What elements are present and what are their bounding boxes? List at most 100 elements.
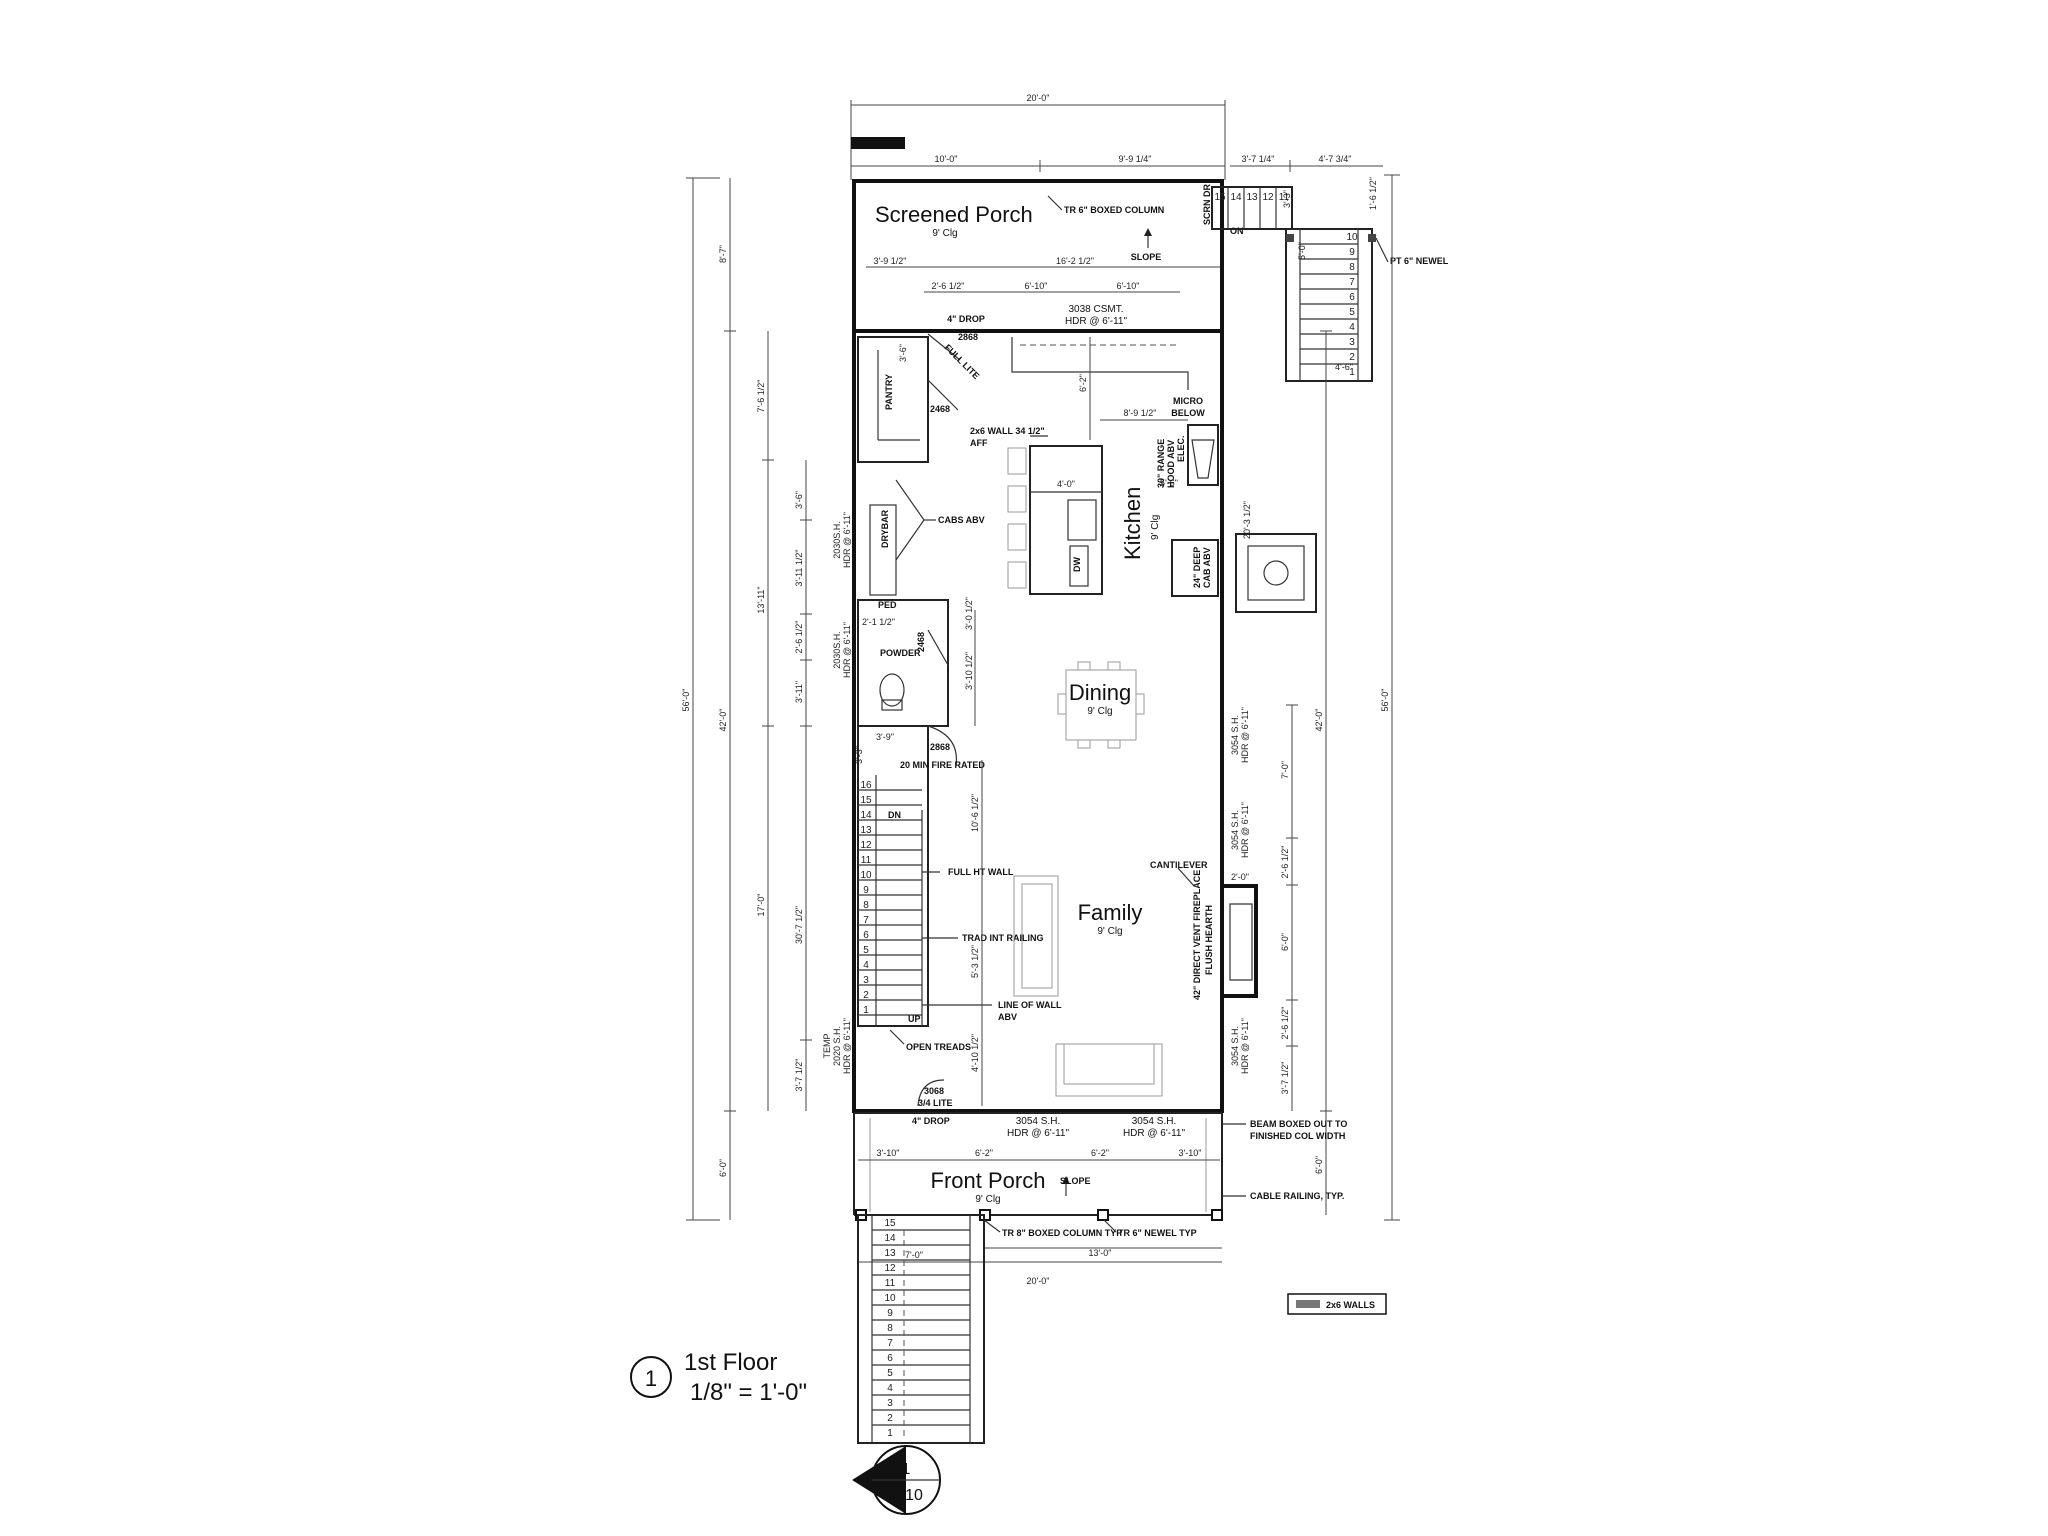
note-slope-top: SLOPE <box>1131 252 1162 262</box>
door-3068: 3068 <box>924 1086 944 1096</box>
exterior-walls <box>852 179 1224 1216</box>
int-stair-step-2: 2 <box>863 990 869 1001</box>
front-stair-step-5: 5 <box>887 1368 893 1379</box>
note-newel-typ: TR 6" NEWEL TYP <box>1118 1228 1197 1238</box>
dim-right-6b: 6'-0" <box>1314 1156 1324 1174</box>
dim-left-3-7: 3'-7 1/2" <box>794 1059 804 1092</box>
int-stair-step-7: 7 <box>863 915 869 926</box>
dim-right-56: 56'-0" <box>1380 689 1390 712</box>
dim-k-c: 6'-10" <box>1117 281 1140 291</box>
front-stair-treads <box>872 1229 970 1426</box>
left-window-1-hdr: HDR @ 6'-11" <box>842 512 852 568</box>
dim-left-13-11: 13'-11" <box>756 586 766 613</box>
front-stair-step-6: 6 <box>887 1353 893 1364</box>
dim-left-8-7: 8'-7" <box>718 245 728 263</box>
legend: 2x6 WALLS <box>1287 1293 1387 1315</box>
dim-left-42: 42'-0" <box>718 709 728 732</box>
left-window-2: 2030S.H. <box>832 631 842 669</box>
front-porch-clg: 9' Clg <box>975 1194 1000 1205</box>
room-pantry: PANTRY <box>884 374 894 410</box>
drybar-powder: DRYBAR CABS ABV PED 2'-1 1/2" POWDER 246… <box>857 461 985 727</box>
title-number: 1 <box>645 1366 657 1391</box>
legend-label: 2x6 WALLS <box>1326 1300 1375 1310</box>
note-boxed-col-typ: TR 8" BOXED COLUMN TYP <box>1002 1228 1122 1238</box>
interior-stair: 2868 3'-9" 3'-3" 20 MIN FIRE RATED 16 15… <box>854 725 1062 1108</box>
front-porch: 4" DROP 3054 S.H. HDR @ 6'-11" 3054 S.H.… <box>855 1116 1347 1286</box>
scale-bar <box>851 137 905 149</box>
note-full-lite: FULL LITE <box>943 342 982 381</box>
title-name: 1st Floor <box>684 1349 777 1376</box>
note-line-of-wall: LINE OF WALL <box>998 1000 1062 1010</box>
room-front-porch: Front Porch <box>931 1168 1046 1193</box>
note-three-quarter-lite: 3/4 LITE <box>918 1098 953 1108</box>
right-window-2: 3054 S.H. <box>1230 810 1240 850</box>
top-stair-step-3: 3 <box>1349 337 1355 348</box>
section-number: 1 <box>902 1461 911 1478</box>
top-stair-step-1: 1 <box>1349 367 1355 378</box>
note-boxed-column: TR 6" BOXED COLUMN <box>1064 205 1164 215</box>
dim-left-3-11: 3'-11 1/2" <box>794 549 804 586</box>
dim-fp-3-10a: 3'-10" <box>877 1148 900 1158</box>
top-dimensions: 20'-0" 10'-0" 9'-9 1/4" 3'-7 1/4" 4'-7 3… <box>850 93 1383 180</box>
dim-left-3-6: 3'-6" <box>794 491 804 509</box>
dim-left-2-6: 2'-6 1/2" <box>794 621 804 654</box>
front-stair: 15 14 13 12 11 10 9 8 7 6 5 4 3 2 1 <box>857 1214 985 1444</box>
family-clg: 9' Clg <box>1097 926 1122 937</box>
dim-overall-top: 20'-0" <box>1027 93 1050 103</box>
note-beam-1: BEAM BOXED OUT TO <box>1250 1119 1347 1129</box>
note-range-hood: 30" RANGE <box>1156 439 1166 488</box>
note-fireplace-2: FLUSH HEARTH <box>1204 905 1214 975</box>
room-powder: POWDER <box>880 648 921 658</box>
note-dw: DW <box>1072 557 1082 572</box>
int-stair-step-15: 15 <box>860 795 872 806</box>
note-dn: DN <box>888 810 901 820</box>
note-on: ON <box>1230 226 1244 236</box>
front-stair-step-8: 8 <box>887 1323 893 1334</box>
dim-porch-b: 16'-2 1/2" <box>1056 256 1094 266</box>
dim-k-5-3: 5'-3 1/2" <box>970 945 980 978</box>
int-stair-step-13: 13 <box>860 825 872 836</box>
right-window-3: 3054 S.H. <box>1230 1026 1240 1066</box>
win-3054-a-hdr: HDR @ 6'-11" <box>1007 1128 1070 1139</box>
dim-right-42: 42'-0" <box>1314 709 1324 732</box>
dim-k-2-1: 2'-1 1/2" <box>862 617 895 627</box>
top-stair-step-2: 2 <box>1349 352 1355 363</box>
note-ped: PED <box>878 600 897 610</box>
top-stair-step-5: 5 <box>1349 307 1355 318</box>
kitchen-clg: 9' Clg <box>1150 515 1161 540</box>
int-stair-step-12: 12 <box>860 840 872 851</box>
top-stair-step-14: 14 <box>1230 192 1242 203</box>
dim-fp-20-0: 20'-0" <box>1027 1276 1050 1286</box>
left-window-temp: TEMP <box>822 1033 832 1058</box>
dim-fp-2-0: 2'-0" <box>1231 872 1249 882</box>
dim-right-5-0: 5'-0" <box>1297 242 1307 260</box>
door-2868-b: 2868 <box>930 742 950 752</box>
front-stair-step-14: 14 <box>884 1233 896 1244</box>
int-stair-step-16: 16 <box>860 780 872 791</box>
top-stair-step-4: 4 <box>1349 322 1355 333</box>
dim-right-3-7: 3'-7 1/2" <box>1280 1062 1290 1095</box>
room-drybar: DRYBAR <box>880 509 890 548</box>
dim-k-4-0: 4'-0" <box>1057 479 1075 489</box>
dim-left-17: 17'-0" <box>756 894 766 917</box>
note-trad-railing: TRAD INT RAILING <box>962 933 1044 943</box>
win-3054-b-hdr: HDR @ 6'-11" <box>1123 1128 1186 1139</box>
dim-k-3-10: 3'-10 1/2" <box>964 652 974 690</box>
dim-left-3-11b: 3'-11" <box>794 681 804 703</box>
door-2468-b: 2468 <box>916 632 926 652</box>
dim-right-1-6: 1'-6 1/2" <box>1368 177 1378 210</box>
front-stair-step-13: 13 <box>884 1248 896 1259</box>
left-window-3-hdr: HDR @ 6'-11" <box>842 1018 852 1074</box>
front-stair-step-10: 10 <box>884 1293 896 1304</box>
dim-top-right: 9'-9 1/4" <box>1119 154 1152 164</box>
dim-k-3-0: 3'-0 1/2" <box>964 597 974 630</box>
top-stair-step-13: 13 <box>1246 192 1258 203</box>
dim-left-6: 6'-0" <box>718 1159 728 1177</box>
dim-left-7-6: 7'-6 1/2" <box>756 380 766 413</box>
dim-fp-3-10b: 3'-10" <box>1179 1148 1202 1158</box>
top-stair-step-10: 10 <box>1346 232 1358 243</box>
dim-stair-b: 4'-7 3/4" <box>1319 154 1352 164</box>
dim-left-56: 56'-0" <box>681 689 691 712</box>
dim-top-left: 10'-0" <box>935 154 958 164</box>
